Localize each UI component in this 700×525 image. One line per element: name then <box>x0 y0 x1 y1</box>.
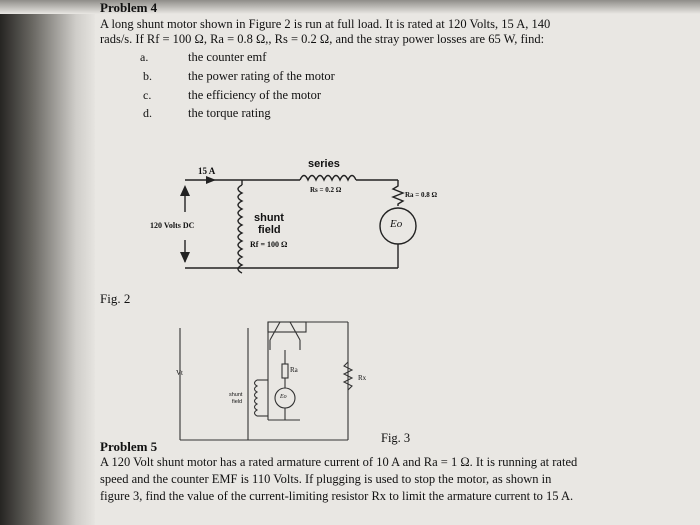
problem4-line2: rads/s. If Rf = 100 Ω, Ra = 0.8 Ω,, Rs =… <box>100 32 545 46</box>
problem5-line3: figure 3, find the value of the current-… <box>100 489 574 503</box>
problem5-line1: A 120 Volt shunt motor has a rated armat… <box>100 455 578 469</box>
item-letter: a. <box>140 50 149 64</box>
page-shadow-top <box>0 0 700 14</box>
field-label: field <box>232 399 243 405</box>
item-text: the counter emf <box>188 50 267 64</box>
ra-label: Ra <box>290 366 298 374</box>
item-text: the torque rating <box>188 106 271 120</box>
rs-label: Rs = 0.2 Ω <box>310 186 342 194</box>
item-letter: d. <box>143 106 152 120</box>
item-letter: c. <box>143 88 152 102</box>
ra-label: Ra = 0.8 Ω <box>405 191 438 199</box>
fig3-caption: Fig. 3 <box>381 431 411 445</box>
rf-label: Rf = 100 Ω <box>250 240 288 249</box>
rx-label: Rx <box>358 374 367 382</box>
problem5-line2: speed and the counter EMF is 110 Volts. … <box>100 472 552 486</box>
item-letter: b. <box>143 69 152 83</box>
supply-label: 120 Volts DC <box>150 221 195 230</box>
eo-label: Eo <box>390 218 403 230</box>
vt-label: Vt <box>176 369 183 377</box>
item-text: the efficiency of the motor <box>188 88 322 102</box>
problem4-title: Problem 4 <box>100 0 158 15</box>
fig2-caption: Fig. 2 <box>100 291 131 306</box>
shunt-label: shunt <box>254 212 284 224</box>
current-label: 15 A <box>198 166 216 176</box>
problem4-line1: A long shunt motor shown in Figure 2 is … <box>100 17 551 31</box>
eo-label: Eo <box>280 394 287 400</box>
problem5-title: Problem 5 <box>100 439 158 454</box>
series-label: series <box>308 158 340 170</box>
item-text: the power rating of the motor <box>188 69 335 83</box>
page-shadow-left <box>0 0 95 525</box>
shunt-label: shunt <box>229 392 243 398</box>
field-label: field <box>258 224 281 236</box>
